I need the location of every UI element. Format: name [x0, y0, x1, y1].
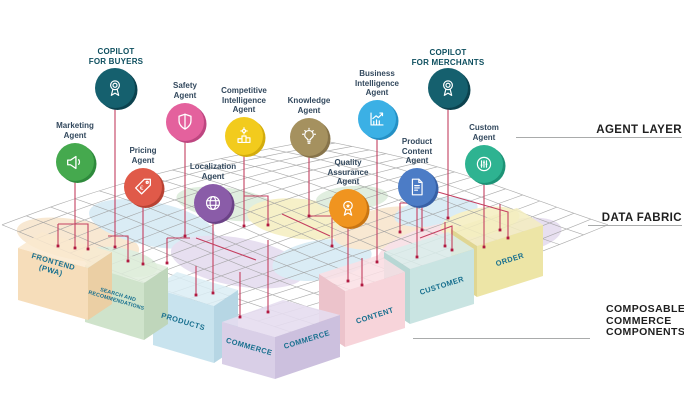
- award-ribbon-icon: [343, 200, 353, 216]
- component-boxes: [18, 208, 543, 379]
- agent-localization: [194, 184, 235, 224]
- agent-knowledge: [290, 118, 331, 158]
- agent-label-copilot-for-merchants: COPILOT FOR MERCHANTS: [411, 48, 485, 67]
- svg-text:€: €: [140, 185, 144, 192]
- component-box-frontend: [18, 232, 112, 320]
- globe-icon: [205, 195, 221, 211]
- agent-connector-lines: [57, 107, 509, 317]
- price-tag-icon: €: [135, 178, 151, 195]
- agent-quality-assurance: [329, 189, 370, 229]
- agent-label-copilot-for-buyers: COPILOT FOR BUYERS: [88, 47, 144, 66]
- agent-competitive-intelligence: [225, 117, 266, 157]
- rosette-badge-icon: [443, 80, 453, 96]
- agent-safety: [166, 103, 207, 143]
- composable-commerce-components-label: COMPOSABLE COMMERCE COMPONENTS: [606, 303, 684, 338]
- data-fabric-guide-line: [588, 225, 682, 227]
- agent-copilot-for-merchants: [428, 68, 471, 110]
- podium-person-icon: [237, 127, 251, 144]
- document-icon: [411, 178, 423, 196]
- megaphone-icon: [67, 155, 81, 170]
- agent-label-product-content: Product Content Agent: [401, 137, 433, 166]
- agent-label-business-intelligence: Business Intelligence Agent: [354, 69, 399, 98]
- agent-label-pricing: Pricing Agent: [129, 146, 157, 165]
- agent-layer-guide-line: [516, 137, 682, 139]
- growth-chart-icon: [370, 112, 384, 126]
- agent-label-competitive-intelligence: Competitive Intelligence Agent: [221, 86, 267, 115]
- agent-business-intelligence: [358, 100, 399, 140]
- agent-layer-label: AGENT LAYER: [596, 124, 682, 136]
- agent-label-marketing: Marketing Agent: [56, 121, 94, 140]
- composable-guide-line: [413, 338, 590, 340]
- component-box-commerce: [222, 300, 340, 379]
- agent-pricing: €: [124, 168, 165, 208]
- agent-label-custom: Custom Agent: [469, 123, 499, 142]
- agent-label-safety: Safety Agent: [172, 81, 197, 100]
- agent-marketing: [56, 143, 97, 183]
- rosette-badge-icon: [110, 80, 120, 96]
- lightbulb-icon: [301, 127, 317, 144]
- agent-label-quality-assurance: Quality Assurance Agent: [327, 158, 369, 187]
- connector-endpoint-dots: [56, 214, 510, 319]
- agent-product-content: [398, 168, 439, 208]
- agent-label-localization: Localization Agent: [189, 162, 237, 181]
- agent-copilot-for-buyers: [95, 68, 138, 110]
- shield-icon: [178, 113, 192, 130]
- agent-label-knowledge: Knowledge Agent: [287, 96, 331, 115]
- equalizer-sliders-icon: [476, 156, 492, 172]
- agent-custom: [465, 145, 506, 185]
- data-fabric-label: DATA FABRIC: [601, 212, 682, 224]
